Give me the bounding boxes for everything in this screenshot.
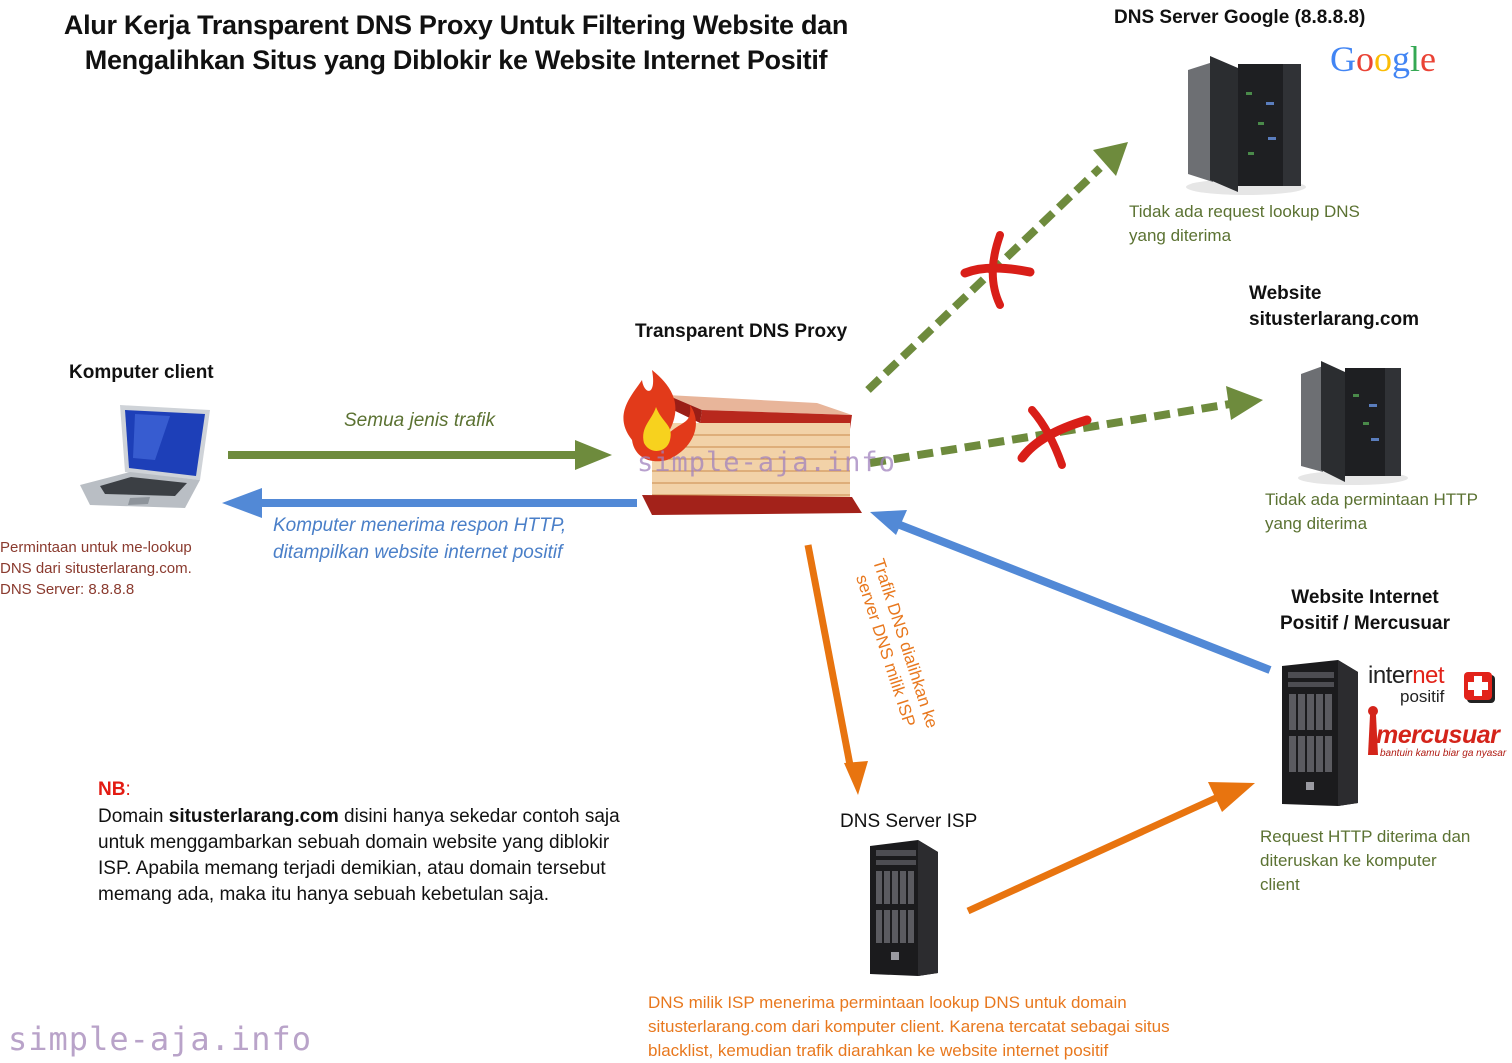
client-note: Permintaan untuk me-lookup DNS dari situ…: [0, 537, 192, 600]
internet-positif-wordmark: internet: [1368, 664, 1498, 688]
edge-label-line: Komputer menerima respon HTTP,: [273, 515, 567, 536]
blocked-x-icon-website: [1017, 406, 1092, 469]
google-logo-letter: o: [1374, 39, 1392, 79]
note-line: diteruskan ke komputer: [1260, 851, 1437, 870]
client-note-line: DNS Server: 8.8.8.8: [0, 581, 135, 598]
isp-dns-note: DNS milik ISP menerima permintaan lookup…: [648, 991, 1170, 1063]
arrow-proxy-to-client: [222, 488, 637, 518]
google-logo-letter: G: [1330, 39, 1356, 79]
server-rack-icon: [1178, 52, 1308, 197]
laptop-icon: [75, 400, 210, 515]
title-line-1: Alur Kerja Transparent DNS Proxy Untuk F…: [63, 10, 849, 40]
edge-label-http-response: Komputer menerima respon HTTP, ditampilk…: [273, 512, 566, 566]
arrow-proxy-to-google-blocked: [865, 142, 1128, 393]
google-dns-label: DNS Server Google (8.8.8.8): [1114, 7, 1366, 28]
note-line: Tidak ada request lookup DNS: [1129, 202, 1360, 221]
positive-site-label: Website Internet Positif / Mercusuar: [1270, 585, 1460, 637]
nb-line: untuk menggambarkan sebuah domain websit…: [98, 832, 610, 853]
red-cross-icon: [1464, 672, 1492, 700]
logo-tagline: bantuin kamu biar ga nyasar: [1380, 748, 1507, 759]
google-logo-letter: l: [1410, 39, 1421, 79]
note-line: yang diterima: [1129, 226, 1232, 245]
google-logo-letter: e: [1420, 39, 1436, 79]
blocked-x-icon-google: [960, 231, 1035, 309]
label-line: Website: [1249, 283, 1322, 304]
client-label: Komputer client: [69, 362, 214, 383]
positive-site-note: Request HTTP diterima dan diteruskan ke …: [1260, 825, 1470, 897]
google-logo: Google: [1330, 38, 1436, 80]
arrow-proxy-to-isp-dns: [804, 544, 868, 795]
blocked-site-note: Tidak ada permintaan HTTP yang diterima: [1265, 488, 1478, 536]
label-line: Website Internet: [1291, 587, 1439, 608]
server-rack-icon: [1293, 358, 1408, 486]
note-line: Tidak ada permintaan HTTP: [1265, 490, 1478, 509]
arrow-positive-site-to-proxy: [870, 510, 1272, 674]
lighthouse-icon: [1366, 705, 1378, 757]
logo-text: mercusuar: [1376, 721, 1500, 749]
label-line: situsterlarang.com: [1249, 309, 1419, 330]
note-line: DNS milik ISP menerima permintaan lookup…: [648, 993, 1127, 1012]
label-line: Positif / Mercusuar: [1280, 613, 1450, 634]
note-line: blacklist, kemudian trafik diarahkan ke …: [648, 1041, 1109, 1060]
nb-text: disini hanya sekedar contoh saja: [338, 806, 620, 827]
diagram-title: Alur Kerja Transparent DNS Proxy Untuk F…: [0, 8, 912, 78]
mercusuar-logo: mercusuar bantuin kamu biar ga nyasar: [1364, 705, 1512, 765]
center-watermark: simple-aja.info: [637, 447, 896, 478]
google-logo-letter: g: [1392, 39, 1410, 79]
arrow-client-to-proxy: [228, 440, 612, 470]
tower-server-icon: [868, 838, 940, 978]
client-note-line: DNS dari situsterlarang.com.: [0, 560, 192, 577]
edge-label-line: ditampilkan website internet positif: [273, 542, 563, 563]
nb-text: Domain: [98, 806, 169, 827]
logo-text: net: [1412, 662, 1445, 689]
proxy-label: Transparent DNS Proxy: [635, 321, 848, 342]
title-line-2: Mengalihkan Situs yang Diblokir ke Websi…: [84, 45, 828, 75]
nb-line: memang ada, maka itu hanya sebuah kebetu…: [98, 884, 550, 905]
nb-domain: situsterlarang.com: [168, 806, 339, 827]
logo-text: positif: [1400, 687, 1445, 706]
google-dns-note: Tidak ada request lookup DNS yang diteri…: [1129, 200, 1360, 248]
note-line: situsterlarang.com dari komputer client.…: [648, 1017, 1170, 1036]
nb-colon: :: [125, 779, 131, 800]
note-line: client: [1260, 875, 1300, 894]
firewall-icon: [612, 365, 867, 540]
note-line: yang diterima: [1265, 514, 1368, 533]
isp-dns-label: DNS Server ISP: [840, 811, 978, 832]
site-watermark: simple-aja.info: [8, 1020, 312, 1058]
google-logo-letter: o: [1356, 39, 1374, 79]
note-line: Request HTTP diterima dan: [1260, 827, 1471, 846]
nb-line: ISP. Apabila memang terjadi demikian, at…: [98, 858, 606, 879]
nb-note: NB: Domain situsterlarang.com disini han…: [98, 777, 620, 908]
client-note-line: Permintaan untuk me-lookup: [0, 539, 192, 556]
nb-heading-row: NB:: [98, 777, 620, 804]
blocked-site-label: Website situsterlarang.com: [1249, 281, 1419, 333]
nb-line: Domain situsterlarang.com disini hanya s…: [98, 804, 620, 830]
logo-text: inter: [1368, 662, 1413, 689]
tower-server-icon: [1280, 658, 1360, 808]
nb-heading: NB: [98, 779, 126, 800]
internet-positif-logo: internet positif: [1368, 664, 1498, 706]
arrow-isp-dns-to-positive-site: [966, 782, 1255, 915]
edge-label-all-traffic: Semua jenis trafik: [344, 410, 496, 431]
